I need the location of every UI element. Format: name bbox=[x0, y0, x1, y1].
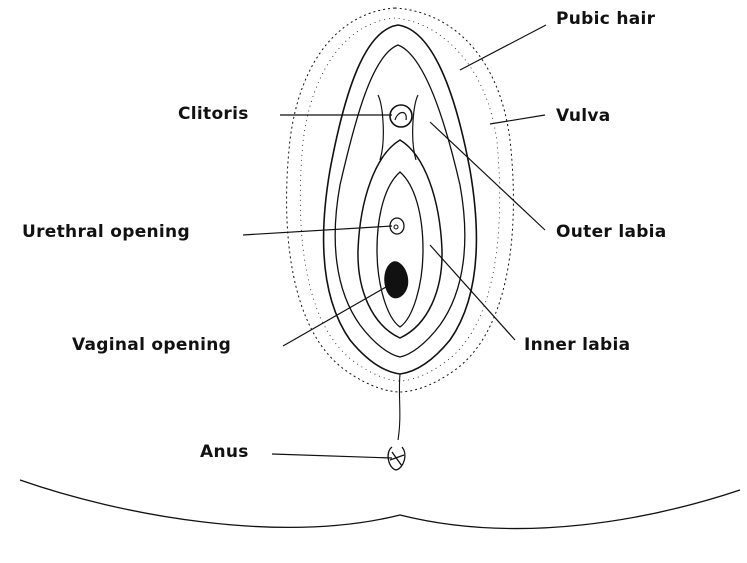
outer-labia-outline bbox=[324, 25, 477, 374]
inner-labia-inner bbox=[377, 172, 423, 327]
vaginal-opening-label: Vaginal opening bbox=[72, 335, 231, 355]
anus-label: Anus bbox=[200, 442, 249, 462]
clitoris-label: Clitoris bbox=[178, 104, 249, 124]
outer-labia-leader bbox=[430, 122, 545, 230]
outer-labia-label: Outer labia bbox=[556, 222, 667, 242]
perineum-line bbox=[398, 374, 400, 440]
urethral-opening-shape bbox=[390, 218, 404, 234]
vulva-label: Vulva bbox=[556, 106, 611, 126]
pubic-hair-outline bbox=[287, 8, 514, 392]
buttocks-contour bbox=[20, 480, 740, 529]
clitoris-shape bbox=[390, 105, 412, 127]
inner-labia-outline bbox=[358, 140, 442, 338]
urethral-opening-label: Urethral opening bbox=[22, 222, 190, 242]
vaginal-opening-shape bbox=[384, 261, 408, 298]
anus-leader bbox=[272, 454, 392, 458]
inner-labia-label: Inner labia bbox=[524, 335, 630, 355]
outer-labia-inner-fold bbox=[335, 45, 465, 357]
inner-labia-leader bbox=[430, 245, 515, 340]
pubic-hair-label: Pubic hair bbox=[556, 9, 655, 29]
urethral-opening-leader bbox=[243, 226, 392, 235]
vulva-leader bbox=[490, 115, 545, 124]
vaginal-opening-leader bbox=[283, 283, 393, 346]
